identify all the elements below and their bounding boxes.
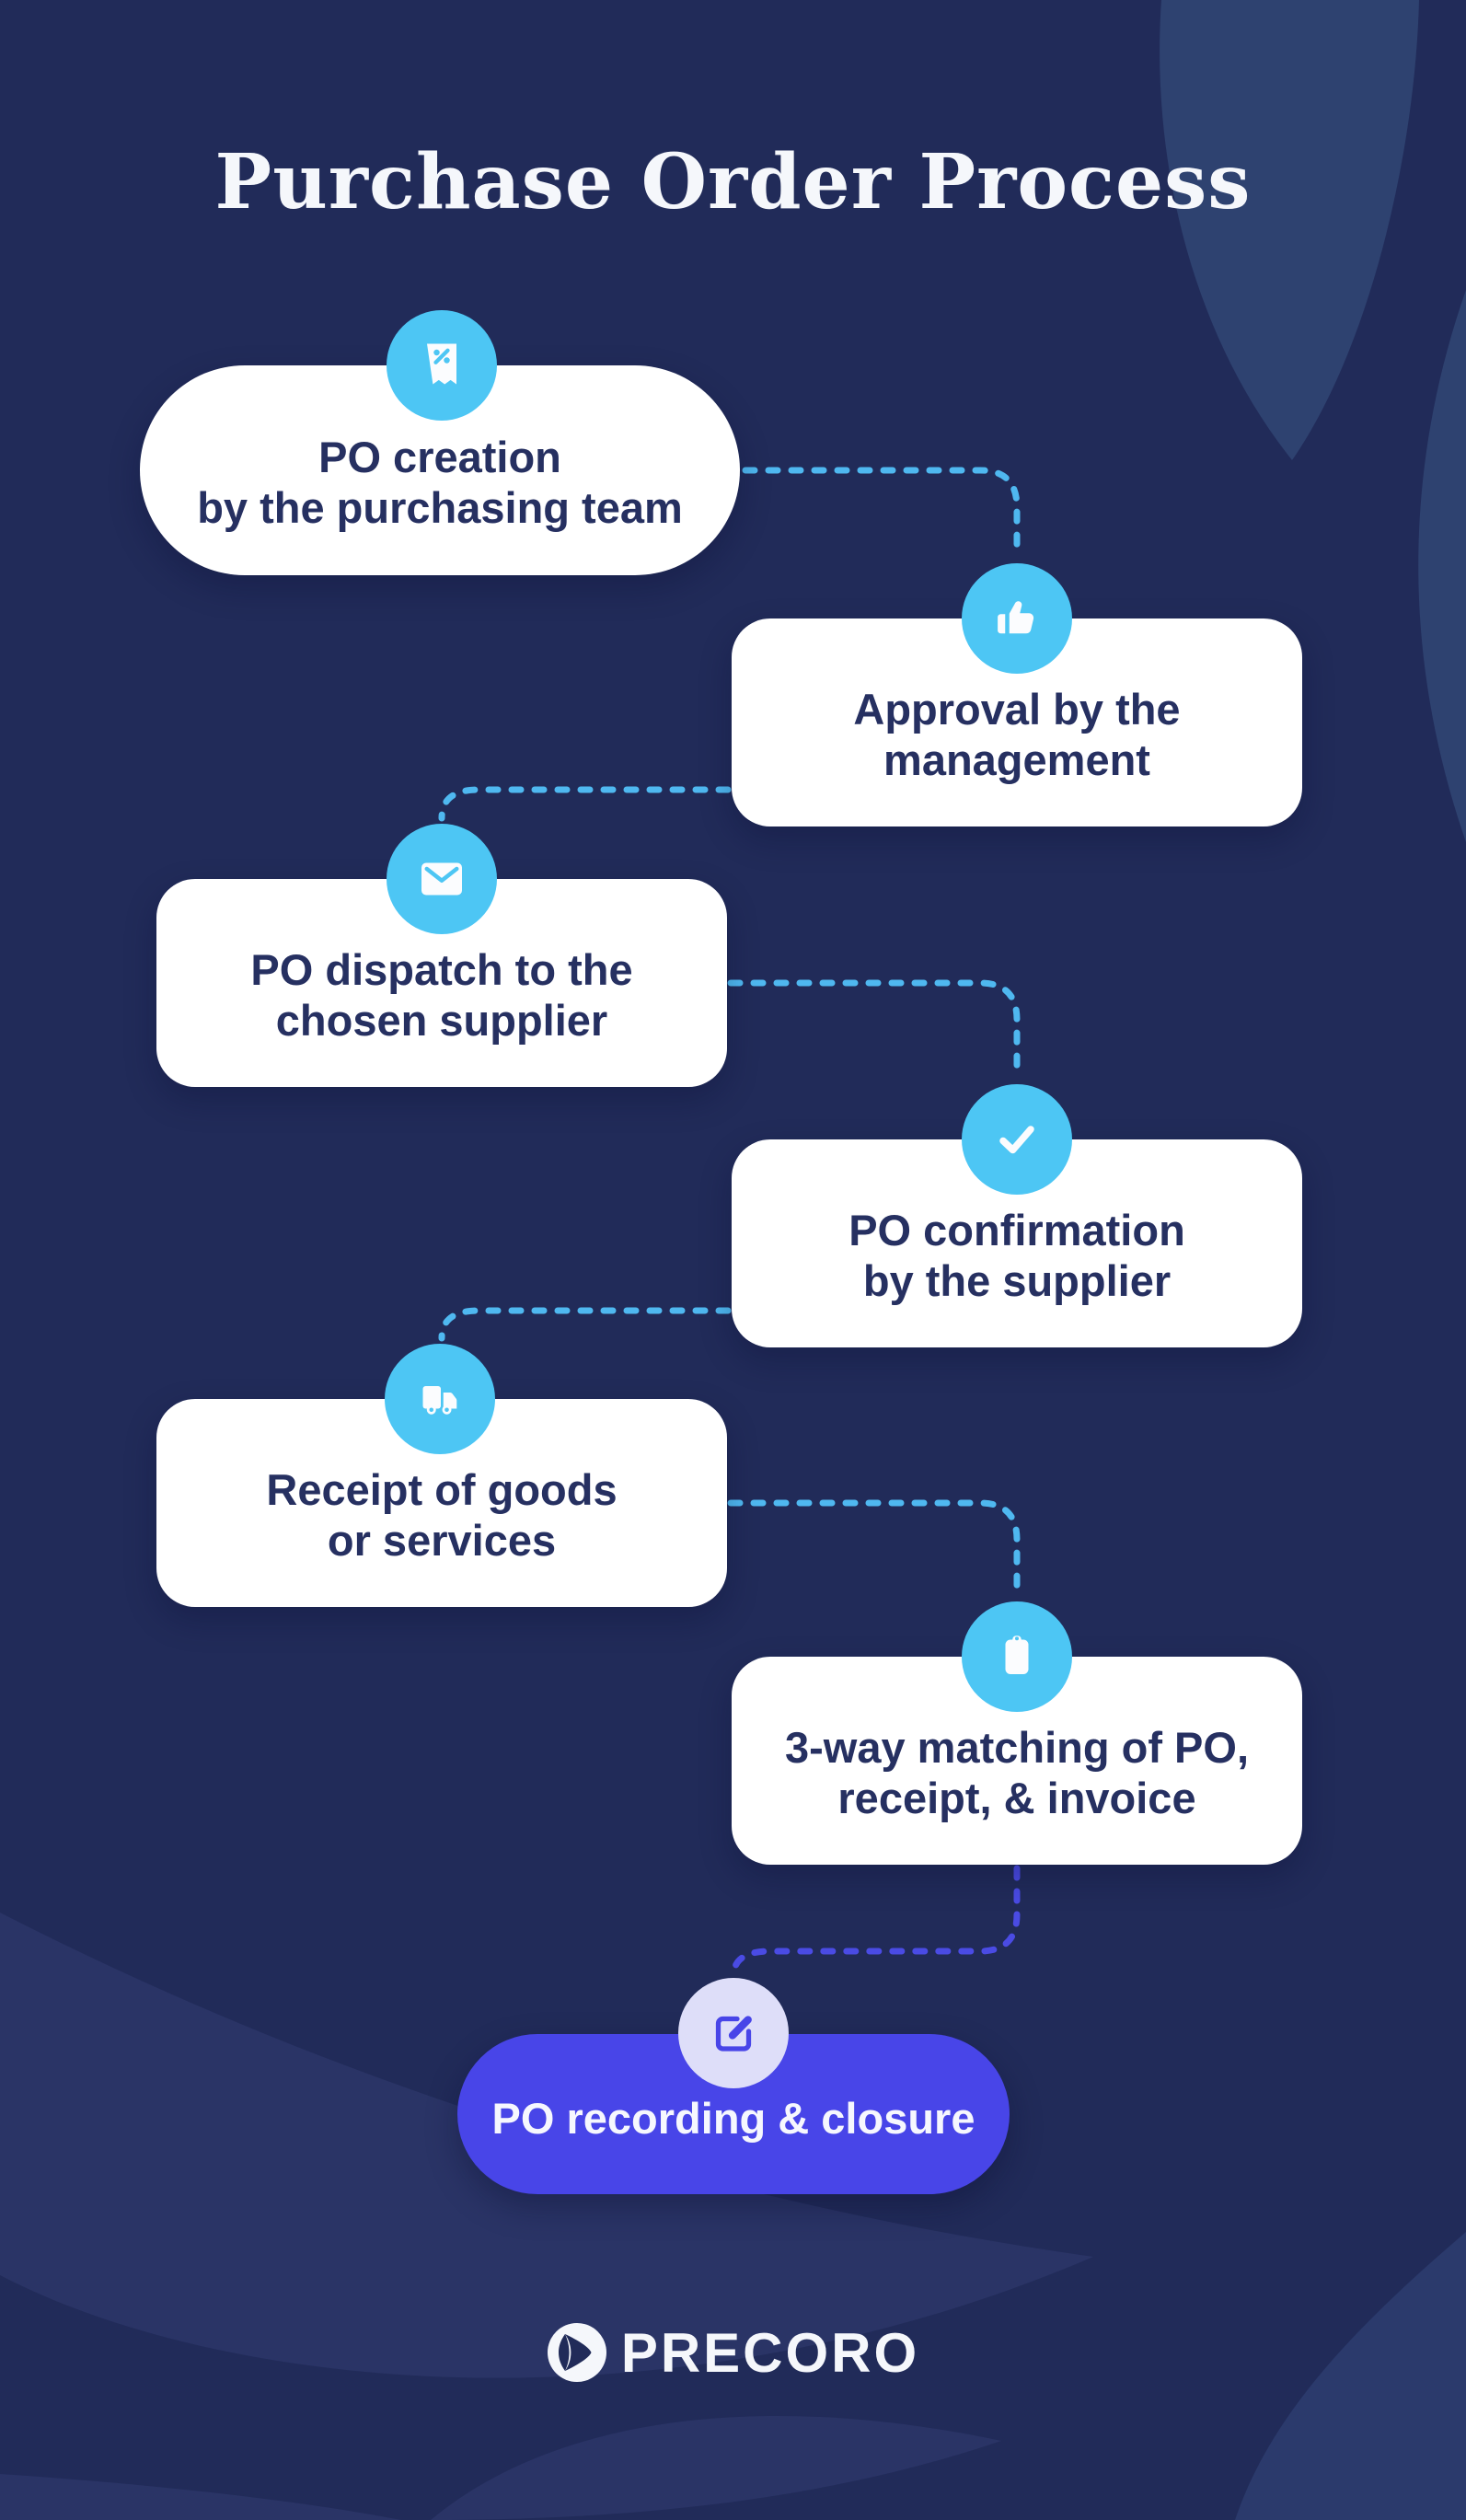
step-badge (387, 824, 497, 934)
step-label-line: receipt, & invoice (837, 1774, 1196, 1822)
step-badge-final (678, 1978, 789, 2088)
edit-icon (715, 2016, 752, 2052)
step-label-line: chosen supplier (275, 996, 608, 1045)
connector-step4-step5 (438, 1307, 732, 1342)
check-icon (999, 1126, 1034, 1154)
step-badge (962, 563, 1072, 674)
step-label-line: by the supplier (862, 1256, 1172, 1305)
step-label-line: Receipt of goods (266, 1464, 618, 1514)
petal-shape (0, 2474, 401, 2520)
step-label-line: PO recording & closure (491, 2094, 975, 2144)
precoro-logo: PRECORO (0, 2316, 1466, 2389)
step-badge (387, 310, 497, 421)
step-card-po-recording-closure: PO recording & closure (457, 2034, 1010, 2194)
petal-shape (431, 2415, 1001, 2520)
envelope-icon (421, 862, 462, 896)
step-label-line: management (883, 735, 1150, 784)
connector-step5-step6 (727, 1499, 1021, 1600)
step-badge (962, 1601, 1072, 1712)
precoro-logo-icon (547, 2323, 606, 2382)
precoro-logo-text: PRECORO (620, 2321, 920, 2384)
step-badge (962, 1084, 1072, 1195)
step-label-line: Approval by the (853, 684, 1181, 734)
connector-step6-step7 (730, 1865, 1021, 1980)
connector-step1-step2 (742, 467, 1021, 561)
step-label-line: PO confirmation (848, 1205, 1185, 1254)
step-label-line: or services (327, 1516, 557, 1565)
connector-step2-step3 (438, 786, 732, 822)
truck-icon (422, 1386, 457, 1415)
step-label-line: by the purchasing team (197, 483, 683, 532)
connector-step3-step4 (727, 979, 1021, 1082)
receipt-percent-icon (427, 343, 456, 385)
thumbs-up-icon (998, 601, 1034, 634)
step-label-line: PO creation (318, 432, 561, 481)
step-label-line: PO dispatch to the (250, 944, 633, 994)
step-card-po-dispatch: PO dispatch to the chosen supplier (156, 879, 727, 1087)
clipboard-icon (1005, 1636, 1029, 1674)
step-badge (385, 1344, 495, 1454)
petal-shape (1160, 0, 1419, 460)
petal-shape (1418, 290, 1466, 842)
petal-shape (1235, 2232, 1466, 2520)
page-title: Purchase Order Process (214, 138, 1252, 226)
step-label-line: 3-way matching of PO, (784, 1722, 1250, 1772)
